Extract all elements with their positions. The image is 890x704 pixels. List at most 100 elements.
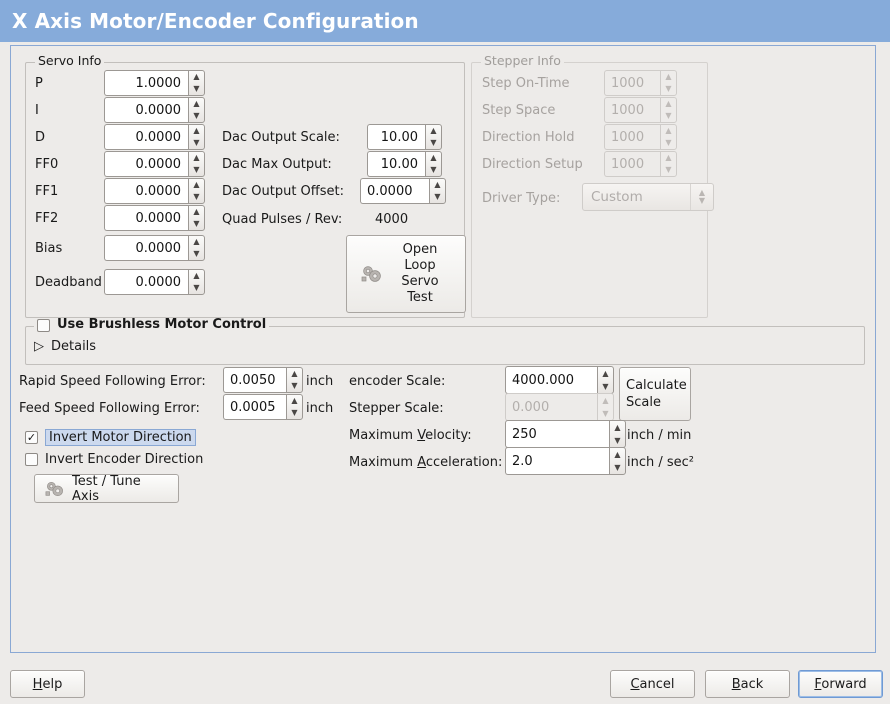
back-button[interactable]: Back (705, 670, 790, 698)
servo-field-spin-deadband[interactable]: 0.0000 ▲ ▼ (104, 269, 205, 295)
servo-field-value-p[interactable]: 1.0000 (104, 70, 188, 96)
encoder-scale-spin[interactable]: 4000.000 ▲ ▼ (505, 366, 614, 394)
spin-up-icon[interactable]: ▲ (193, 207, 200, 216)
spin-buttons[interactable]: ▲ ▼ (188, 205, 205, 231)
dac-output-scale-value[interactable]: 10.00 (367, 124, 425, 150)
spin-down-icon[interactable]: ▼ (434, 192, 441, 201)
spin-up-icon[interactable]: ▲ (430, 126, 437, 135)
servo-field-value-d[interactable]: 0.0000 (104, 124, 188, 150)
spin-buttons[interactable]: ▲ ▼ (286, 367, 303, 393)
checkbox-box[interactable]: ✓ (25, 431, 38, 444)
dac-output-scale-spin[interactable]: 10.00 ▲ ▼ (367, 124, 442, 150)
expander-triangle-icon[interactable]: ▷ (34, 339, 44, 354)
spin-buttons[interactable]: ▲ ▼ (188, 70, 205, 96)
spin-down-icon[interactable]: ▼ (193, 111, 200, 120)
calculate-scale-line-2: Scale (626, 395, 661, 410)
spin-buttons[interactable]: ▲ ▼ (425, 151, 442, 177)
spin-down-icon[interactable]: ▼ (430, 138, 437, 147)
servo-field-spin-ff1[interactable]: 0.0000 ▲ ▼ (104, 178, 205, 204)
checkbox-box[interactable] (25, 453, 38, 466)
servo-field-spin-p[interactable]: 1.0000 ▲ ▼ (104, 70, 205, 96)
spin-buttons[interactable]: ▲ ▼ (188, 97, 205, 123)
invert-encoder-direction-checkbox[interactable]: Invert Encoder Direction (25, 452, 203, 467)
servo-field-value-i[interactable]: 0.0000 (104, 97, 188, 123)
spin-buttons[interactable]: ▲ ▼ (609, 420, 626, 448)
test-tune-axis-button[interactable]: Test / Tune Axis (34, 474, 179, 504)
spin-up-icon[interactable]: ▲ (291, 369, 298, 378)
spin-buttons[interactable]: ▲ ▼ (597, 366, 614, 394)
servo-field-value-bias[interactable]: 0.0000 (104, 235, 188, 261)
open-loop-servo-test-button[interactable]: Open Loop Servo Test (346, 235, 466, 313)
spin-up-icon[interactable]: ▲ (430, 153, 437, 162)
dac-output-offset-label: Dac Output Offset: (222, 184, 344, 199)
dac-max-output-value[interactable]: 10.00 (367, 151, 425, 177)
spin-buttons[interactable]: ▲ ▼ (286, 394, 303, 420)
feed-speed-following-error-spin[interactable]: 0.0005 ▲ ▼ (223, 394, 303, 420)
spin-down-icon[interactable]: ▼ (614, 462, 621, 472)
calculate-scale-button[interactable]: Calculate Scale (619, 367, 691, 421)
servo-field-value-ff2[interactable]: 0.0000 (104, 205, 188, 231)
details-expander[interactable]: ▷ Details (34, 339, 96, 354)
spin-down-icon[interactable]: ▼ (614, 435, 621, 445)
dac-output-offset-spin[interactable]: 0.0000 ▲ ▼ (360, 178, 446, 204)
spin-up-icon[interactable]: ▲ (193, 153, 200, 162)
spin-down-icon[interactable]: ▼ (193, 249, 200, 258)
spin-up-icon[interactable]: ▲ (193, 180, 200, 189)
spin-down-icon[interactable]: ▼ (193, 283, 200, 292)
content-frame: Servo Info P 1.0000 ▲ ▼ I 0.0000 ▲ ▼ (10, 45, 876, 653)
spin-up-icon[interactable]: ▲ (193, 72, 200, 81)
maximum-velocity-value[interactable]: 250 (505, 420, 609, 448)
servo-field-value-ff0[interactable]: 0.0000 (104, 151, 188, 177)
servo-field-spin-ff2[interactable]: 0.0000 ▲ ▼ (104, 205, 205, 231)
forward-button[interactable]: Forward (798, 670, 883, 698)
servo-field-spin-d[interactable]: 0.0000 ▲ ▼ (104, 124, 205, 150)
spin-buttons[interactable]: ▲ ▼ (429, 178, 446, 204)
spin-buttons[interactable]: ▲ ▼ (188, 124, 205, 150)
spin-buttons[interactable]: ▲ ▼ (188, 235, 205, 261)
spin-up-icon[interactable]: ▲ (614, 449, 621, 459)
help-button[interactable]: Help (10, 670, 85, 698)
spin-down-icon[interactable]: ▼ (193, 84, 200, 93)
spin-up-icon[interactable]: ▲ (193, 126, 200, 135)
servo-field-spin-ff0[interactable]: 0.0000 ▲ ▼ (104, 151, 205, 177)
encoder-scale-value[interactable]: 4000.000 (505, 366, 597, 394)
max-accel-mnemonic: A (417, 455, 426, 470)
maximum-velocity-spin[interactable]: 250 ▲ ▼ (505, 420, 626, 448)
spin-down-icon[interactable]: ▼ (430, 165, 437, 174)
cancel-button[interactable]: Cancel (610, 670, 695, 698)
use-brushless-motor-control-checkbox[interactable]: Use Brushless Motor Control (37, 318, 266, 332)
spin-down-icon[interactable]: ▼ (291, 408, 298, 417)
spin-up-icon[interactable]: ▲ (602, 368, 609, 378)
spin-down-icon[interactable]: ▼ (193, 165, 200, 174)
rapid-speed-following-error-spin[interactable]: 0.0050 ▲ ▼ (223, 367, 303, 393)
spin-down-icon[interactable]: ▼ (193, 192, 200, 201)
spin-down-icon[interactable]: ▼ (193, 219, 200, 228)
dac-output-offset-value[interactable]: 0.0000 (360, 178, 429, 204)
spin-buttons[interactable]: ▲ ▼ (188, 151, 205, 177)
spin-up-icon[interactable]: ▲ (291, 396, 298, 405)
spin-up-icon[interactable]: ▲ (614, 422, 621, 432)
servo-field-value-deadband[interactable]: 0.0000 (104, 269, 188, 295)
servo-field-value-ff1[interactable]: 0.0000 (104, 178, 188, 204)
spin-up-icon[interactable]: ▲ (434, 180, 441, 189)
feed-speed-following-error-value[interactable]: 0.0005 (223, 394, 286, 420)
dac-max-output-spin[interactable]: 10.00 ▲ ▼ (367, 151, 442, 177)
rapid-speed-following-error-value[interactable]: 0.0050 (223, 367, 286, 393)
spin-up-icon[interactable]: ▲ (193, 271, 200, 280)
spin-buttons[interactable]: ▲ ▼ (609, 447, 626, 475)
spin-down-icon[interactable]: ▼ (602, 381, 609, 391)
servo-field-spin-bias[interactable]: 0.0000 ▲ ▼ (104, 235, 205, 261)
spin-buttons[interactable]: ▲ ▼ (188, 269, 205, 295)
spin-buttons: ▲ ▼ (660, 97, 677, 123)
maximum-acceleration-value[interactable]: 2.0 (505, 447, 609, 475)
maximum-acceleration-spin[interactable]: 2.0 ▲ ▼ (505, 447, 626, 475)
spin-down-icon[interactable]: ▼ (291, 381, 298, 390)
checkbox-box[interactable] (37, 318, 50, 332)
spin-buttons[interactable]: ▲ ▼ (425, 124, 442, 150)
spin-up-icon[interactable]: ▲ (193, 99, 200, 108)
spin-up-icon[interactable]: ▲ (193, 237, 200, 246)
invert-motor-direction-checkbox[interactable]: ✓ Invert Motor Direction (25, 429, 196, 446)
servo-field-spin-i[interactable]: 0.0000 ▲ ▼ (104, 97, 205, 123)
spin-buttons[interactable]: ▲ ▼ (188, 178, 205, 204)
spin-down-icon[interactable]: ▼ (193, 138, 200, 147)
